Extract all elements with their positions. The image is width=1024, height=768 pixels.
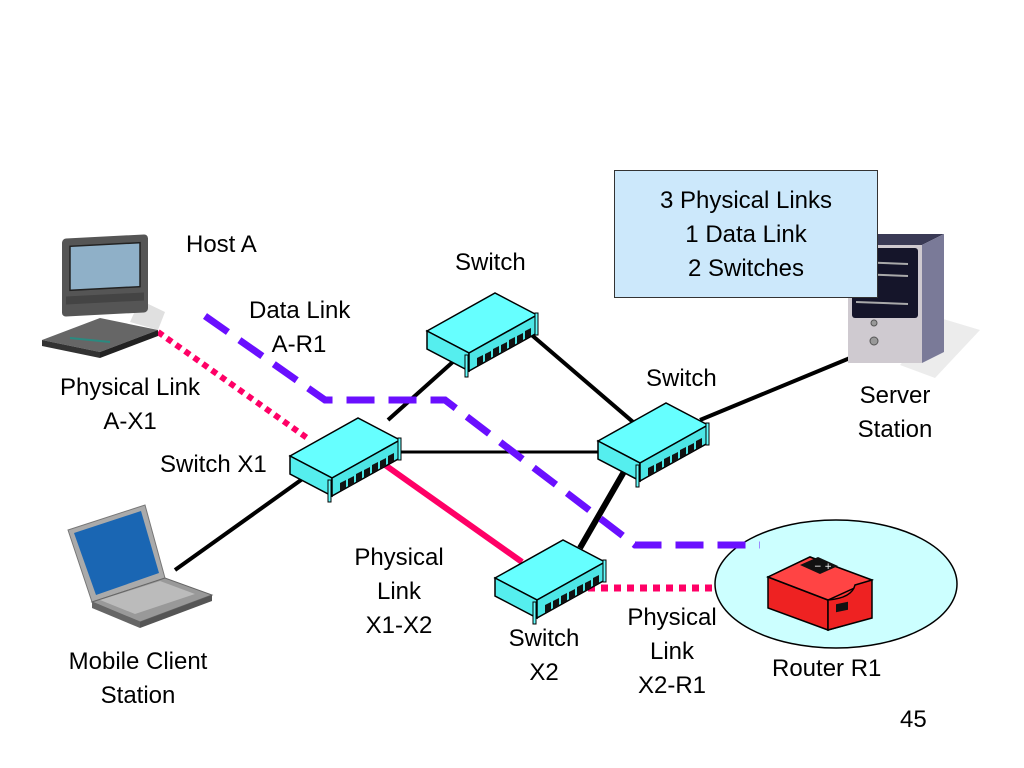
- host-a-label: Host A: [186, 231, 257, 258]
- page-number: 45: [900, 706, 927, 733]
- summary-box: 3 Physical Links 1 Data Link 2 Switches: [614, 170, 878, 298]
- link-data-a-r1: [202, 313, 760, 549]
- phys-x1-x2-label: Physical Link X1-X2: [344, 541, 454, 643]
- phys-x2-r1-label-line: X2-R1: [637, 672, 707, 699]
- phys-x2-r1-label: Physical Link X2-R1: [617, 601, 727, 703]
- switch-x2-label: Switch X2: [497, 622, 591, 690]
- data-link-label-line: Data Link: [249, 297, 351, 324]
- data-link-label: Data Link A-R1: [249, 294, 351, 362]
- cable-x1-top: [386, 358, 457, 422]
- phys-a-x1-label-line: A-X1: [103, 408, 157, 435]
- summary-line: 3 Physical Links: [659, 187, 833, 214]
- phys-x2-r1-label-line: Link: [649, 638, 695, 665]
- mobile-laptop-icon[interactable]: [67, 504, 214, 628]
- switch-right-label: Switch: [646, 365, 717, 392]
- phys-a-x1-label: Physical Link A-X1: [40, 371, 220, 439]
- cable-mobile-x1: [173, 468, 317, 572]
- cables: [173, 323, 851, 572]
- mobile-client-label-line: Station: [100, 682, 176, 709]
- switch-top-label: Switch: [455, 249, 526, 276]
- phys-x1-x2-label-line: X1-X2: [365, 612, 433, 639]
- switch-right-icon[interactable]: [597, 402, 710, 488]
- switch-x2-label-line: X2: [529, 659, 559, 686]
- server-label: Server Station: [848, 379, 942, 447]
- link-phys-a-x1: [156, 329, 312, 443]
- phys-x2-r1-label-line: Physical: [627, 604, 717, 631]
- switch-top-icon[interactable]: [426, 292, 539, 378]
- mobile-client-label-line: Mobile Client: [68, 648, 208, 675]
- router-r1-label: Router R1: [772, 655, 882, 682]
- server-label-line: Server: [859, 382, 931, 409]
- host-a-desktop-icon[interactable]: [42, 234, 165, 358]
- switch-x1-icon[interactable]: [289, 417, 402, 503]
- cable-top-right: [518, 323, 642, 430]
- mobile-client-label: Mobile Client Station: [52, 645, 224, 713]
- switch-x1-label: Switch X1: [160, 451, 267, 478]
- phys-x1-x2-label-line: Link: [376, 578, 422, 605]
- phys-a-x1-label-line: Physical Link: [59, 374, 201, 401]
- summary-line: 2 Switches: [687, 255, 805, 282]
- switch-x2-label-line: Switch: [508, 625, 580, 652]
- cable-right-x2: [577, 468, 628, 550]
- svg-text:− +: − +: [814, 562, 832, 572]
- cable-right-server: [699, 356, 851, 422]
- phys-x1-x2-label-line: Physical: [354, 544, 444, 571]
- router-icon[interactable]: − +: [766, 556, 874, 632]
- data-link-label-line: A-R1: [271, 331, 327, 358]
- summary-line: 1 Data Link: [685, 221, 807, 248]
- server-label-line: Station: [857, 416, 933, 443]
- link-phys-x1-x2: [376, 457, 524, 565]
